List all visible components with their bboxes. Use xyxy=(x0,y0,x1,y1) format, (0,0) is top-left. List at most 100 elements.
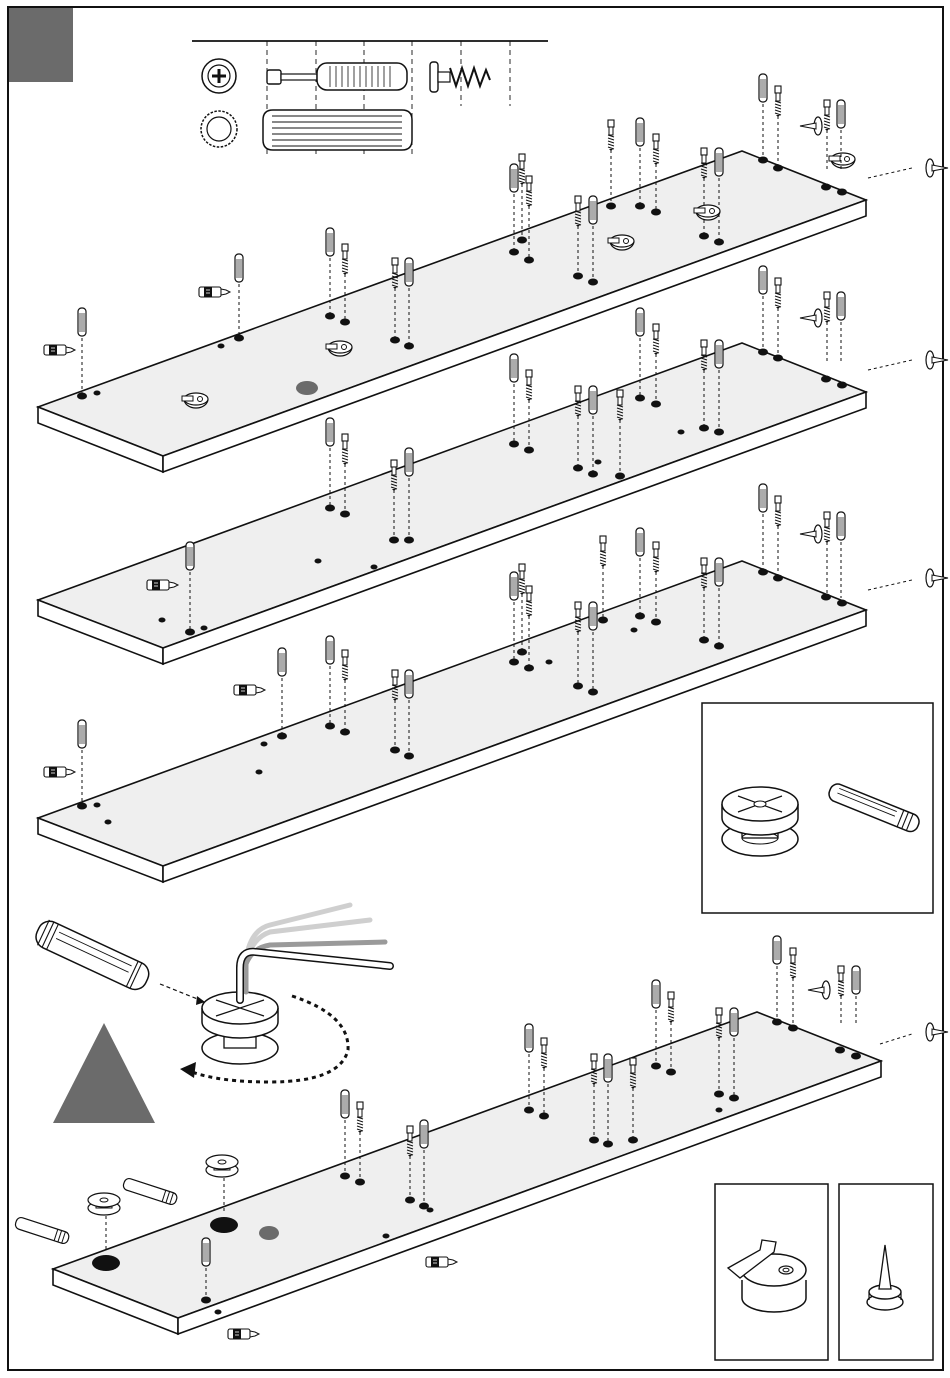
cam-screw-icon xyxy=(541,1038,547,1069)
cam-wheel-icon xyxy=(88,1193,120,1215)
dowel-icon xyxy=(326,228,334,256)
step-marker xyxy=(9,8,73,82)
cam-screw-icon xyxy=(519,154,525,185)
dowel-icon xyxy=(715,148,723,176)
dowel-icon xyxy=(525,1024,533,1052)
board-hole xyxy=(773,165,783,172)
glue-bottle-icon xyxy=(199,287,230,297)
nail-icon xyxy=(800,525,822,543)
board-hole xyxy=(573,683,583,690)
cam-screw-icon xyxy=(342,650,348,681)
board-hole xyxy=(524,1107,534,1114)
guide-line xyxy=(868,168,912,178)
board-hole xyxy=(218,344,225,349)
detail-cam-wheel-and-bolt xyxy=(702,703,933,913)
dowel-icon xyxy=(636,308,644,336)
detail-nail xyxy=(839,1184,933,1360)
dowel-icon xyxy=(202,1238,210,1266)
dowel-icon xyxy=(405,258,413,286)
screw-head-icon xyxy=(202,59,236,93)
nail-icon xyxy=(926,569,948,587)
board-hole xyxy=(256,770,263,775)
dowel-icon xyxy=(715,340,723,368)
board-hole xyxy=(340,1173,350,1180)
nail-icon xyxy=(800,309,822,327)
board-hole xyxy=(635,203,645,210)
dowel-icon xyxy=(759,266,767,294)
board-hole xyxy=(716,1108,723,1113)
board-hole xyxy=(427,1208,434,1213)
board-hole xyxy=(851,1053,861,1060)
detail-cam-lock xyxy=(715,1184,828,1360)
glue-bottle-icon xyxy=(426,1257,457,1267)
board-hole xyxy=(628,1137,638,1144)
dowel-icon xyxy=(837,512,845,540)
board-hole xyxy=(606,203,616,210)
nail-icon xyxy=(926,159,948,177)
board-hole xyxy=(651,619,661,626)
dowel-icon xyxy=(278,648,286,676)
dowel-icon xyxy=(589,196,597,224)
board-hole xyxy=(159,618,166,623)
board-hole xyxy=(524,257,534,264)
screwdriver-icon xyxy=(267,63,407,90)
dowel-icon xyxy=(715,558,723,586)
dowel-icon xyxy=(589,386,597,414)
board-hole xyxy=(315,559,322,564)
cam-screw-icon xyxy=(824,100,830,131)
cam-screw-icon xyxy=(775,496,781,527)
dowel-icon xyxy=(341,1090,349,1118)
dowel-icon xyxy=(235,254,243,282)
board-hole-large xyxy=(210,1217,238,1233)
parts-legend xyxy=(192,41,548,156)
board-hole xyxy=(517,237,527,244)
board-hole xyxy=(573,465,583,472)
cam-screw-icon xyxy=(653,134,659,165)
board-hole xyxy=(277,733,287,740)
glue-bottle-icon xyxy=(234,685,265,695)
board-hole xyxy=(773,575,783,582)
board-hole xyxy=(758,157,768,164)
dowel-icon xyxy=(636,118,644,146)
cam-screw-icon xyxy=(357,1102,363,1133)
board-hole xyxy=(699,637,709,644)
dowel-icon xyxy=(510,354,518,382)
board-hole xyxy=(404,343,414,350)
cam-screw-icon xyxy=(653,542,659,573)
board-hole xyxy=(340,729,350,736)
board-hole xyxy=(201,626,208,631)
allen-key-icon xyxy=(240,905,390,1000)
board-hole xyxy=(714,239,724,246)
dowel-icon xyxy=(759,74,767,102)
cam-screw-icon xyxy=(775,86,781,117)
board-hole xyxy=(509,441,519,448)
dowel-icon xyxy=(604,1054,612,1082)
cam-bolt-large-icon xyxy=(32,917,153,993)
dowel-end-icon xyxy=(201,111,237,147)
board-hole xyxy=(340,319,350,326)
dowel-icon xyxy=(837,100,845,128)
glue-bottle-icon xyxy=(44,345,75,355)
cam-wheel-icon xyxy=(206,1155,238,1177)
board-mark xyxy=(296,381,318,395)
warning-triangle-icon xyxy=(53,1023,155,1123)
guide-line xyxy=(868,360,912,370)
cam-bolt-icon xyxy=(14,1216,70,1244)
dowel-icon xyxy=(636,528,644,556)
board-hole xyxy=(77,803,87,810)
board-hole xyxy=(261,742,268,747)
board-hole xyxy=(678,430,685,435)
dowel-icon xyxy=(837,292,845,320)
board-hole xyxy=(588,279,598,286)
guide-line xyxy=(880,1034,912,1044)
board-hole xyxy=(185,629,195,636)
board-hole xyxy=(835,1047,845,1054)
board-hole xyxy=(215,1310,222,1315)
cam-screw-icon xyxy=(342,434,348,465)
board-hole xyxy=(651,1063,661,1070)
glue-bottle-icon xyxy=(228,1329,259,1339)
cam-screw-icon xyxy=(824,292,830,323)
board-hole xyxy=(837,600,847,607)
screw-icon xyxy=(430,62,490,92)
board-hole xyxy=(588,471,598,478)
